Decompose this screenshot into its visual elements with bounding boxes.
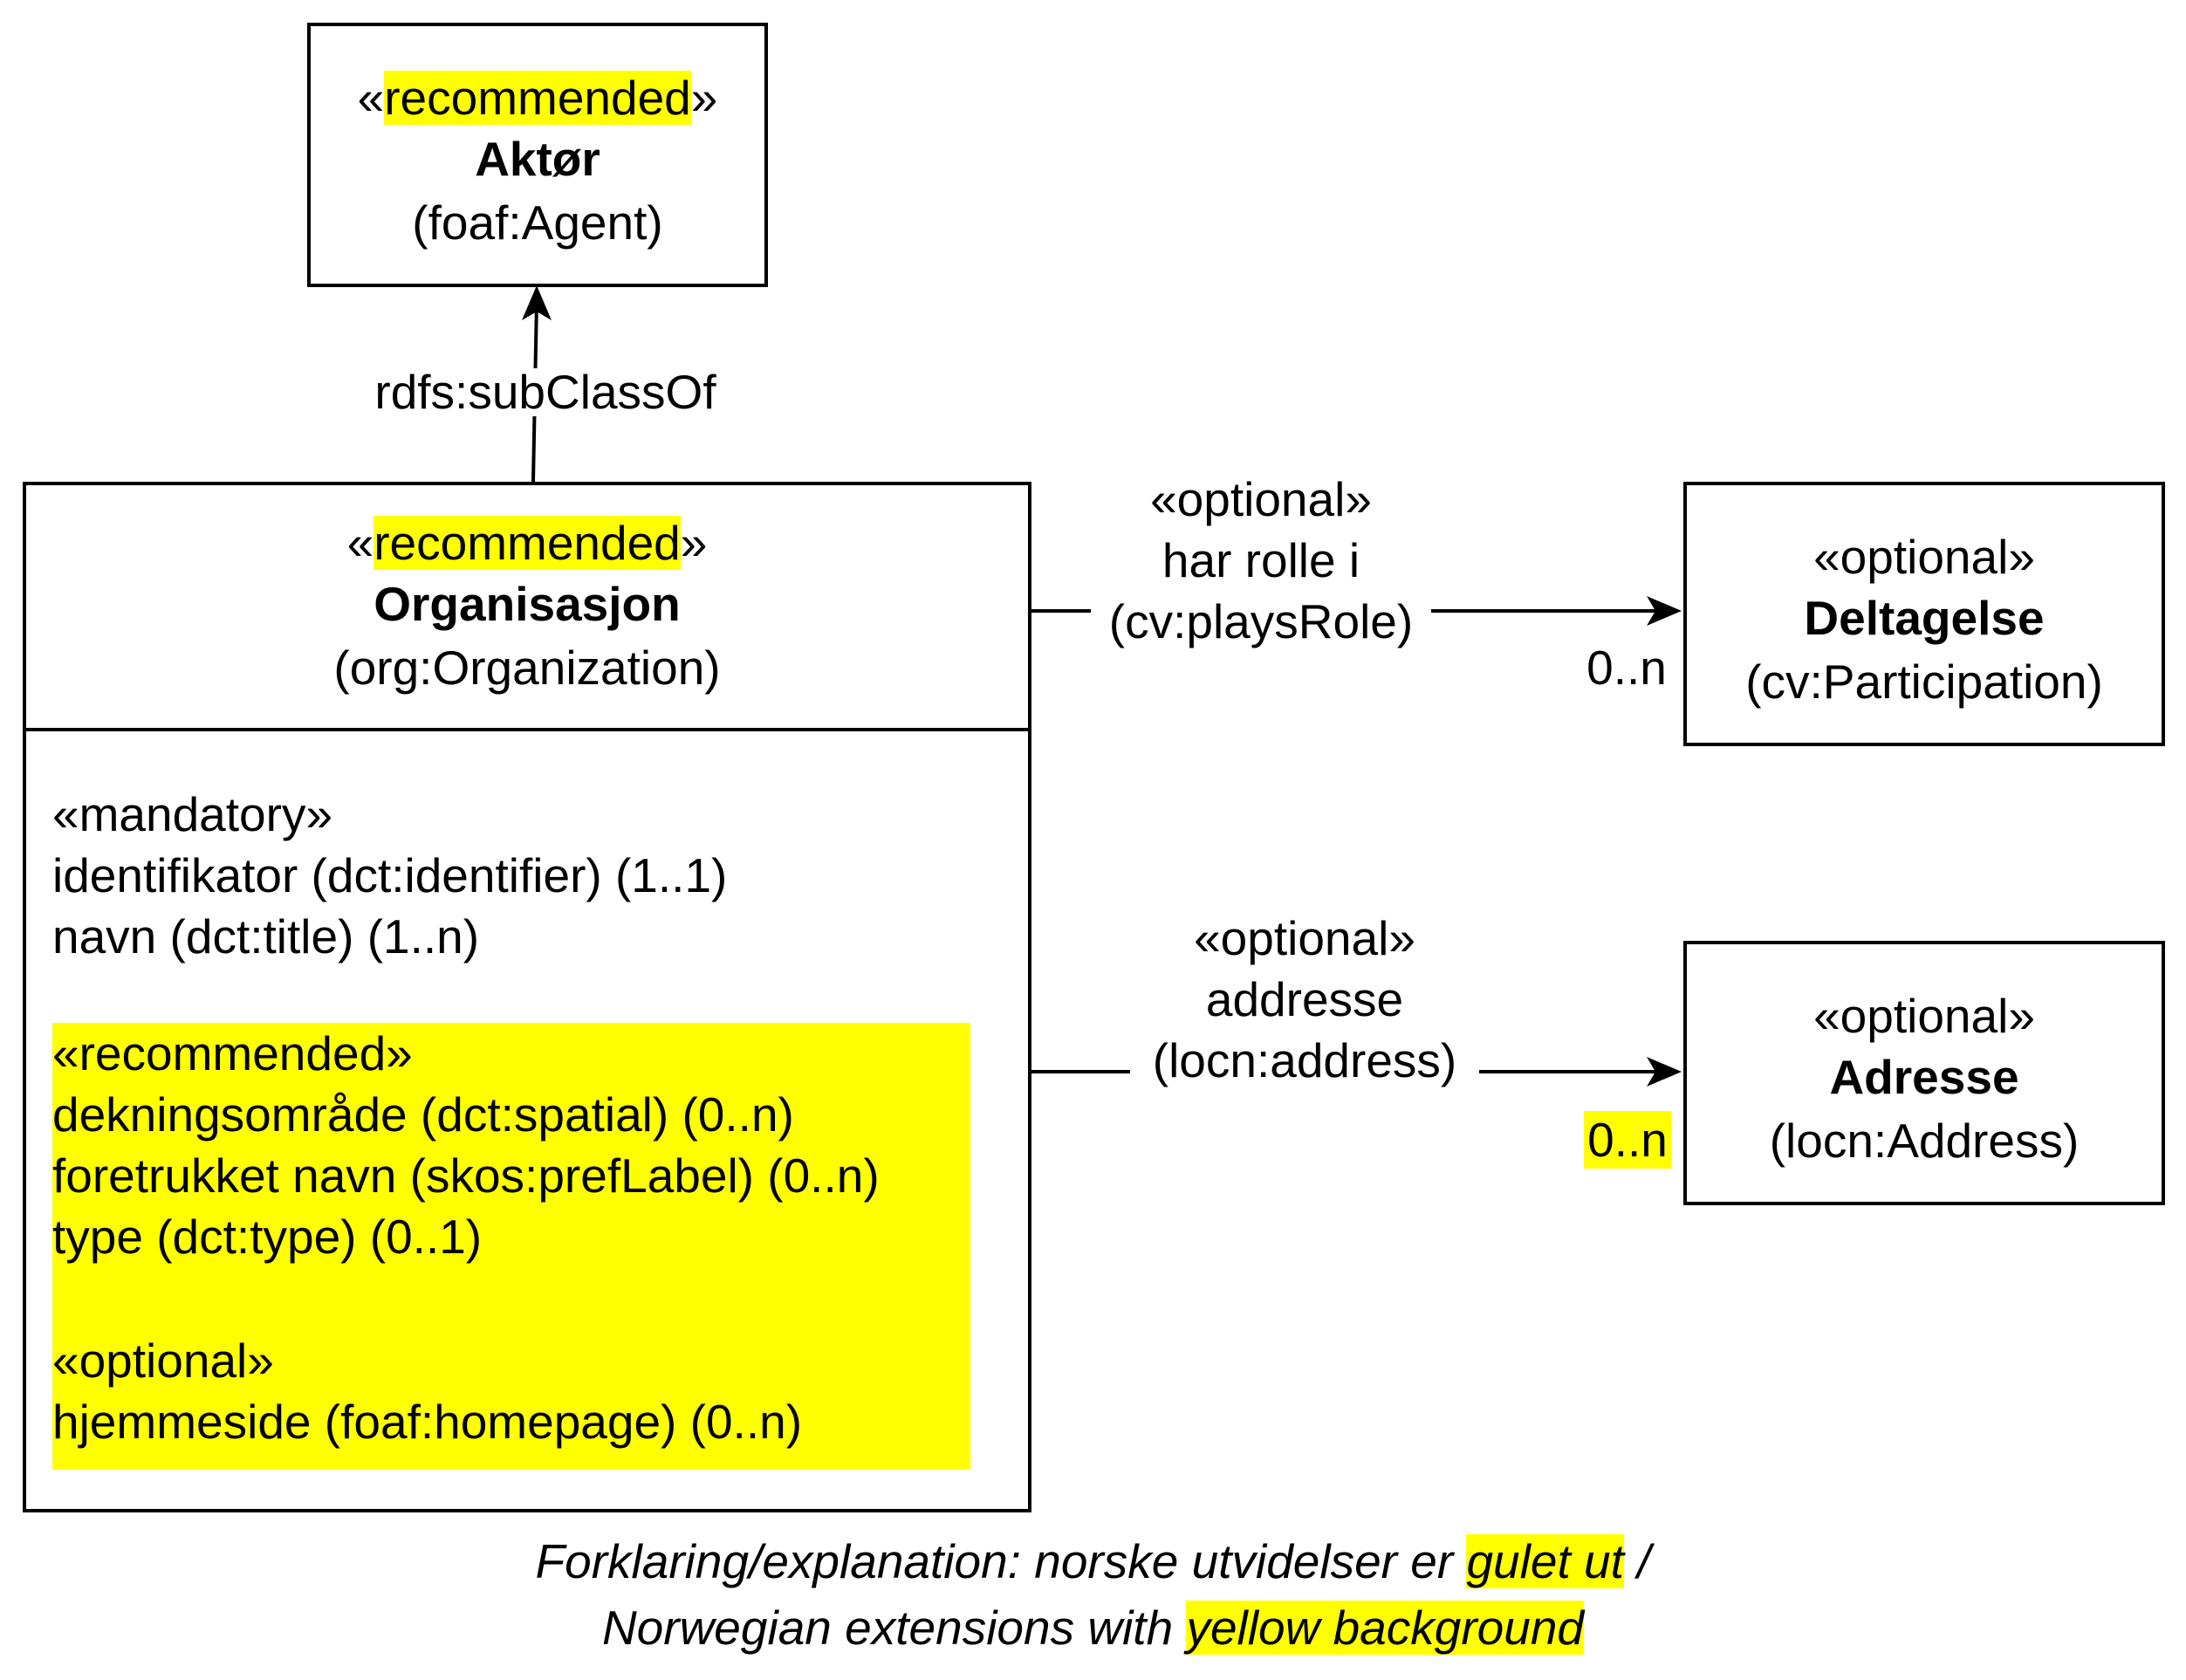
aktor-uri: (foaf:Agent) xyxy=(412,195,663,250)
plays-role-uri: (cv:playsRole) xyxy=(1108,594,1414,648)
address-label: «optional» addresse (locn:address) xyxy=(1130,915,1479,1085)
attribute-hjemmeside: hjemmeside (foaf:homepage) (0..n) xyxy=(52,1395,803,1449)
class-deltagelse[interactable]: «optional» Deltagelse (cv:Participation) xyxy=(1683,482,2165,746)
plays-role-arrowhead xyxy=(1647,596,1682,626)
aktor-stereotype-text: recommended xyxy=(384,71,691,125)
attribute-navn: navn (dct:title) (1..n) xyxy=(52,909,480,963)
optional-stereotype: «optional» xyxy=(52,1334,274,1388)
organisasjon-divider xyxy=(26,728,1028,731)
organisasjon-name: Organisasjon xyxy=(373,577,681,631)
legend-line-2: Norwegian extensions with yellow backgro… xyxy=(0,1601,2186,1655)
legend-line-1-prefix: Forklaring/explanation: norske utvidelse… xyxy=(535,1534,1467,1588)
address-stereotype: «optional» xyxy=(1194,911,1415,965)
address-multiplicity: 0..n xyxy=(1584,1111,1671,1169)
organisasjon-uri: (org:Organization) xyxy=(333,641,721,695)
aktor-stereotype: «recommended» xyxy=(357,71,718,125)
deltagelse-uri: (cv:Participation) xyxy=(1745,655,2103,709)
subclass-edge-label: rdfs:subClassOf xyxy=(353,368,737,416)
legend-line-1-highlight: gulet ut xyxy=(1466,1534,1624,1588)
deltagelse-name: Deltagelse xyxy=(1804,591,2045,645)
adresse-uri: (locn:Address) xyxy=(1769,1114,2080,1168)
class-aktor[interactable]: «recommended» Aktør (foaf:Agent) xyxy=(307,23,768,287)
aktor-name: Aktør xyxy=(475,132,600,186)
plays-role-label: «optional» har rolle i (cv:playsRole) xyxy=(1091,476,1431,646)
attribute-foretrukket-navn: foretrukket navn (skos:prefLabel) (0..n) xyxy=(52,1149,880,1203)
attribute-type: type (dct:type) (0..1) xyxy=(52,1210,483,1264)
subclass-edge-label-text: rdfs:subClassOf xyxy=(374,365,716,419)
address-uri: (locn:address) xyxy=(1152,1033,1457,1087)
subclass-arrowhead xyxy=(522,285,552,320)
class-adresse[interactable]: «optional» Adresse (locn:Address) xyxy=(1683,941,2165,1205)
address-arrowhead xyxy=(1647,1057,1682,1087)
plays-role-name: har rolle i xyxy=(1162,533,1360,587)
mandatory-stereotype: «mandatory» xyxy=(52,787,333,841)
attribute-dekningsomrade: dekningsområde (dct:spatial) (0..n) xyxy=(52,1087,794,1142)
deltagelse-stereotype: «optional» xyxy=(1813,530,2035,584)
legend-line-2-highlight: yellow background xyxy=(1186,1601,1585,1655)
organisasjon-stereotype-text: recommended xyxy=(373,516,681,570)
recommended-stereotype: «recommended» xyxy=(52,1026,413,1080)
address-name: addresse xyxy=(1205,972,1404,1026)
adresse-stereotype: «optional» xyxy=(1813,989,2035,1043)
organisasjon-stereotype: «recommended» xyxy=(346,516,708,570)
attribute-identifikator: identifikator (dct:identifier) (1..1) xyxy=(52,848,728,902)
class-organisasjon[interactable]: «recommended» Organisasjon (org:Organiza… xyxy=(23,482,1031,1512)
legend-line-1: Forklaring/explanation: norske utvidelse… xyxy=(0,1534,2186,1588)
plays-role-multiplicity: 0..n xyxy=(1586,641,1667,695)
plays-role-stereotype: «optional» xyxy=(1150,472,1372,526)
legend-line-2-prefix: Norwegian extensions with xyxy=(601,1601,1187,1655)
legend-line-1-suffix: / xyxy=(1623,1534,1651,1588)
adresse-name: Adresse xyxy=(1829,1050,2019,1104)
norwegian-extensions-panel xyxy=(52,1023,970,1470)
